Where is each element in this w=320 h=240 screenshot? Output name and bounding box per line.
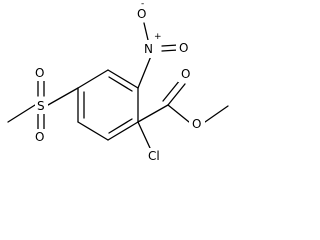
ring-to-chlorine-bond bbox=[137, 121, 151, 149]
ring-bond bbox=[107, 69, 139, 89]
nitro-double-bond-inner bbox=[161, 49, 179, 52]
sulfonyl-bottom-oxygen-label: O bbox=[35, 130, 44, 144]
sulfur-label: S bbox=[37, 99, 45, 113]
chloro-group: Cl bbox=[137, 121, 166, 164]
ester-single-bond bbox=[167, 104, 190, 123]
nitro-n-o-bond bbox=[143, 22, 149, 41]
ester-group: O O bbox=[137, 66, 229, 132]
carbonyl-double-bond bbox=[167, 83, 186, 106]
ring-bond bbox=[107, 121, 139, 141]
ester-carbonyl-oxygen-label: O bbox=[181, 67, 190, 81]
nitro-oxygen-minus-label: O bbox=[137, 7, 146, 21]
ester-methyl-bond bbox=[204, 105, 229, 123]
ring-to-carbonyl-bond bbox=[137, 104, 169, 123]
nitro-nitrogen-charge: + bbox=[154, 32, 162, 42]
chemical-structure: O - N + O O O Cl S O bbox=[7, 0, 229, 164]
sulfonyl-top-oxygen-label: O bbox=[35, 66, 44, 80]
ester-ether-oxygen-label: O bbox=[192, 117, 201, 131]
chlorine-label: Cl bbox=[148, 149, 160, 163]
nitro-oxygen-double-label: O bbox=[179, 41, 188, 55]
methylsulfonyl-group: S O O bbox=[7, 65, 79, 145]
ring-double-bond bbox=[108, 118, 133, 134]
nitro-nitrogen-label: N bbox=[144, 42, 153, 56]
benzene-ring bbox=[77, 69, 139, 141]
nitro-group: O - N + O bbox=[134, 0, 192, 89]
ring-to-sulfur-bond bbox=[47, 87, 79, 106]
ring-double-bond bbox=[108, 76, 133, 92]
ring-bond bbox=[77, 121, 109, 141]
nitro-oxygen-minus-charge: - bbox=[141, 0, 144, 9]
nitro-double-bond bbox=[161, 44, 179, 47]
carbonyl-double-bond-inner bbox=[162, 79, 181, 102]
ring-bond bbox=[77, 69, 109, 89]
sulfur-methyl-bond bbox=[7, 104, 36, 123]
ring-to-nitro-bond bbox=[137, 55, 152, 89]
